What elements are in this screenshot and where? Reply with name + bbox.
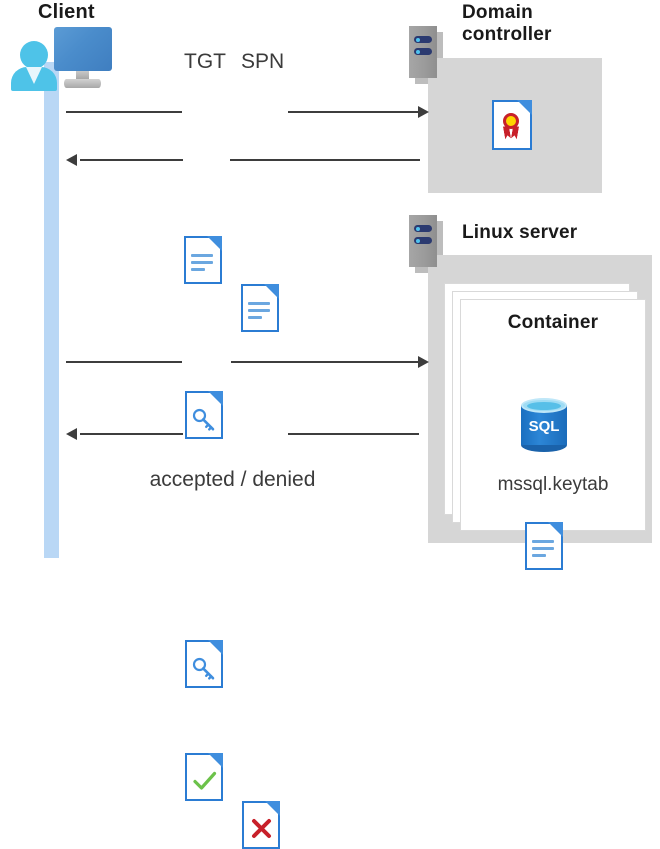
client-lifeline — [44, 62, 59, 558]
domain-controller-title: Domain controller — [462, 2, 652, 47]
denied-document-icon — [242, 801, 280, 849]
message-line-left — [80, 433, 183, 435]
monitor-base-icon — [64, 79, 101, 88]
container-title: Container — [507, 312, 599, 333]
key-icon — [192, 657, 215, 680]
message-issue-ticket — [0, 154, 660, 439]
message-line-right — [230, 159, 420, 161]
message-request-tgt-spn: TGT SPN — [0, 50, 660, 332]
message-line-right — [288, 111, 419, 113]
certificate-document-icon — [492, 100, 532, 150]
keytab-document-icon — [525, 522, 563, 570]
linux-server-server-rack-icon — [409, 215, 443, 273]
key-document-icon — [185, 391, 223, 439]
tgt-label: TGT — [184, 50, 226, 73]
linux-server-title: Linux server — [462, 222, 578, 243]
monitor-screen-icon — [54, 27, 112, 71]
key-document-icon — [185, 640, 223, 688]
client-workstation-icon — [10, 25, 115, 91]
domain-controller-title-line1: Domain — [462, 2, 533, 23]
accepted-document-icon — [185, 753, 223, 801]
accepted-denied-label: accepted / denied — [149, 468, 316, 491]
key-icon — [192, 408, 215, 431]
check-icon — [193, 771, 217, 790]
sql-database-icon: SQL — [521, 398, 567, 452]
tgt-document-icon — [184, 236, 222, 284]
spn-document-icon — [241, 284, 279, 332]
sql-database-label: SQL — [528, 418, 560, 435]
domain-controller-title-line2: controller — [462, 24, 552, 46]
message-line-right — [288, 433, 419, 435]
message-line-right — [231, 361, 419, 363]
client-title: Client — [38, 1, 95, 23]
cross-icon — [252, 819, 271, 838]
message-line-left — [66, 111, 182, 113]
message-line-left — [66, 361, 182, 363]
domain-controller-server-rack-icon — [409, 26, 443, 84]
arrow-head-left-icon — [66, 428, 77, 440]
arrow-head-left-icon — [66, 154, 77, 166]
spn-label: SPN — [241, 50, 285, 73]
monitor-neck-icon — [76, 71, 89, 81]
keytab-filename-label: mssql.keytab — [497, 474, 609, 495]
person-head-icon — [20, 41, 48, 69]
arrow-head-right-icon — [418, 356, 429, 368]
arrow-head-right-icon — [418, 106, 429, 118]
message-line-left — [80, 159, 183, 161]
